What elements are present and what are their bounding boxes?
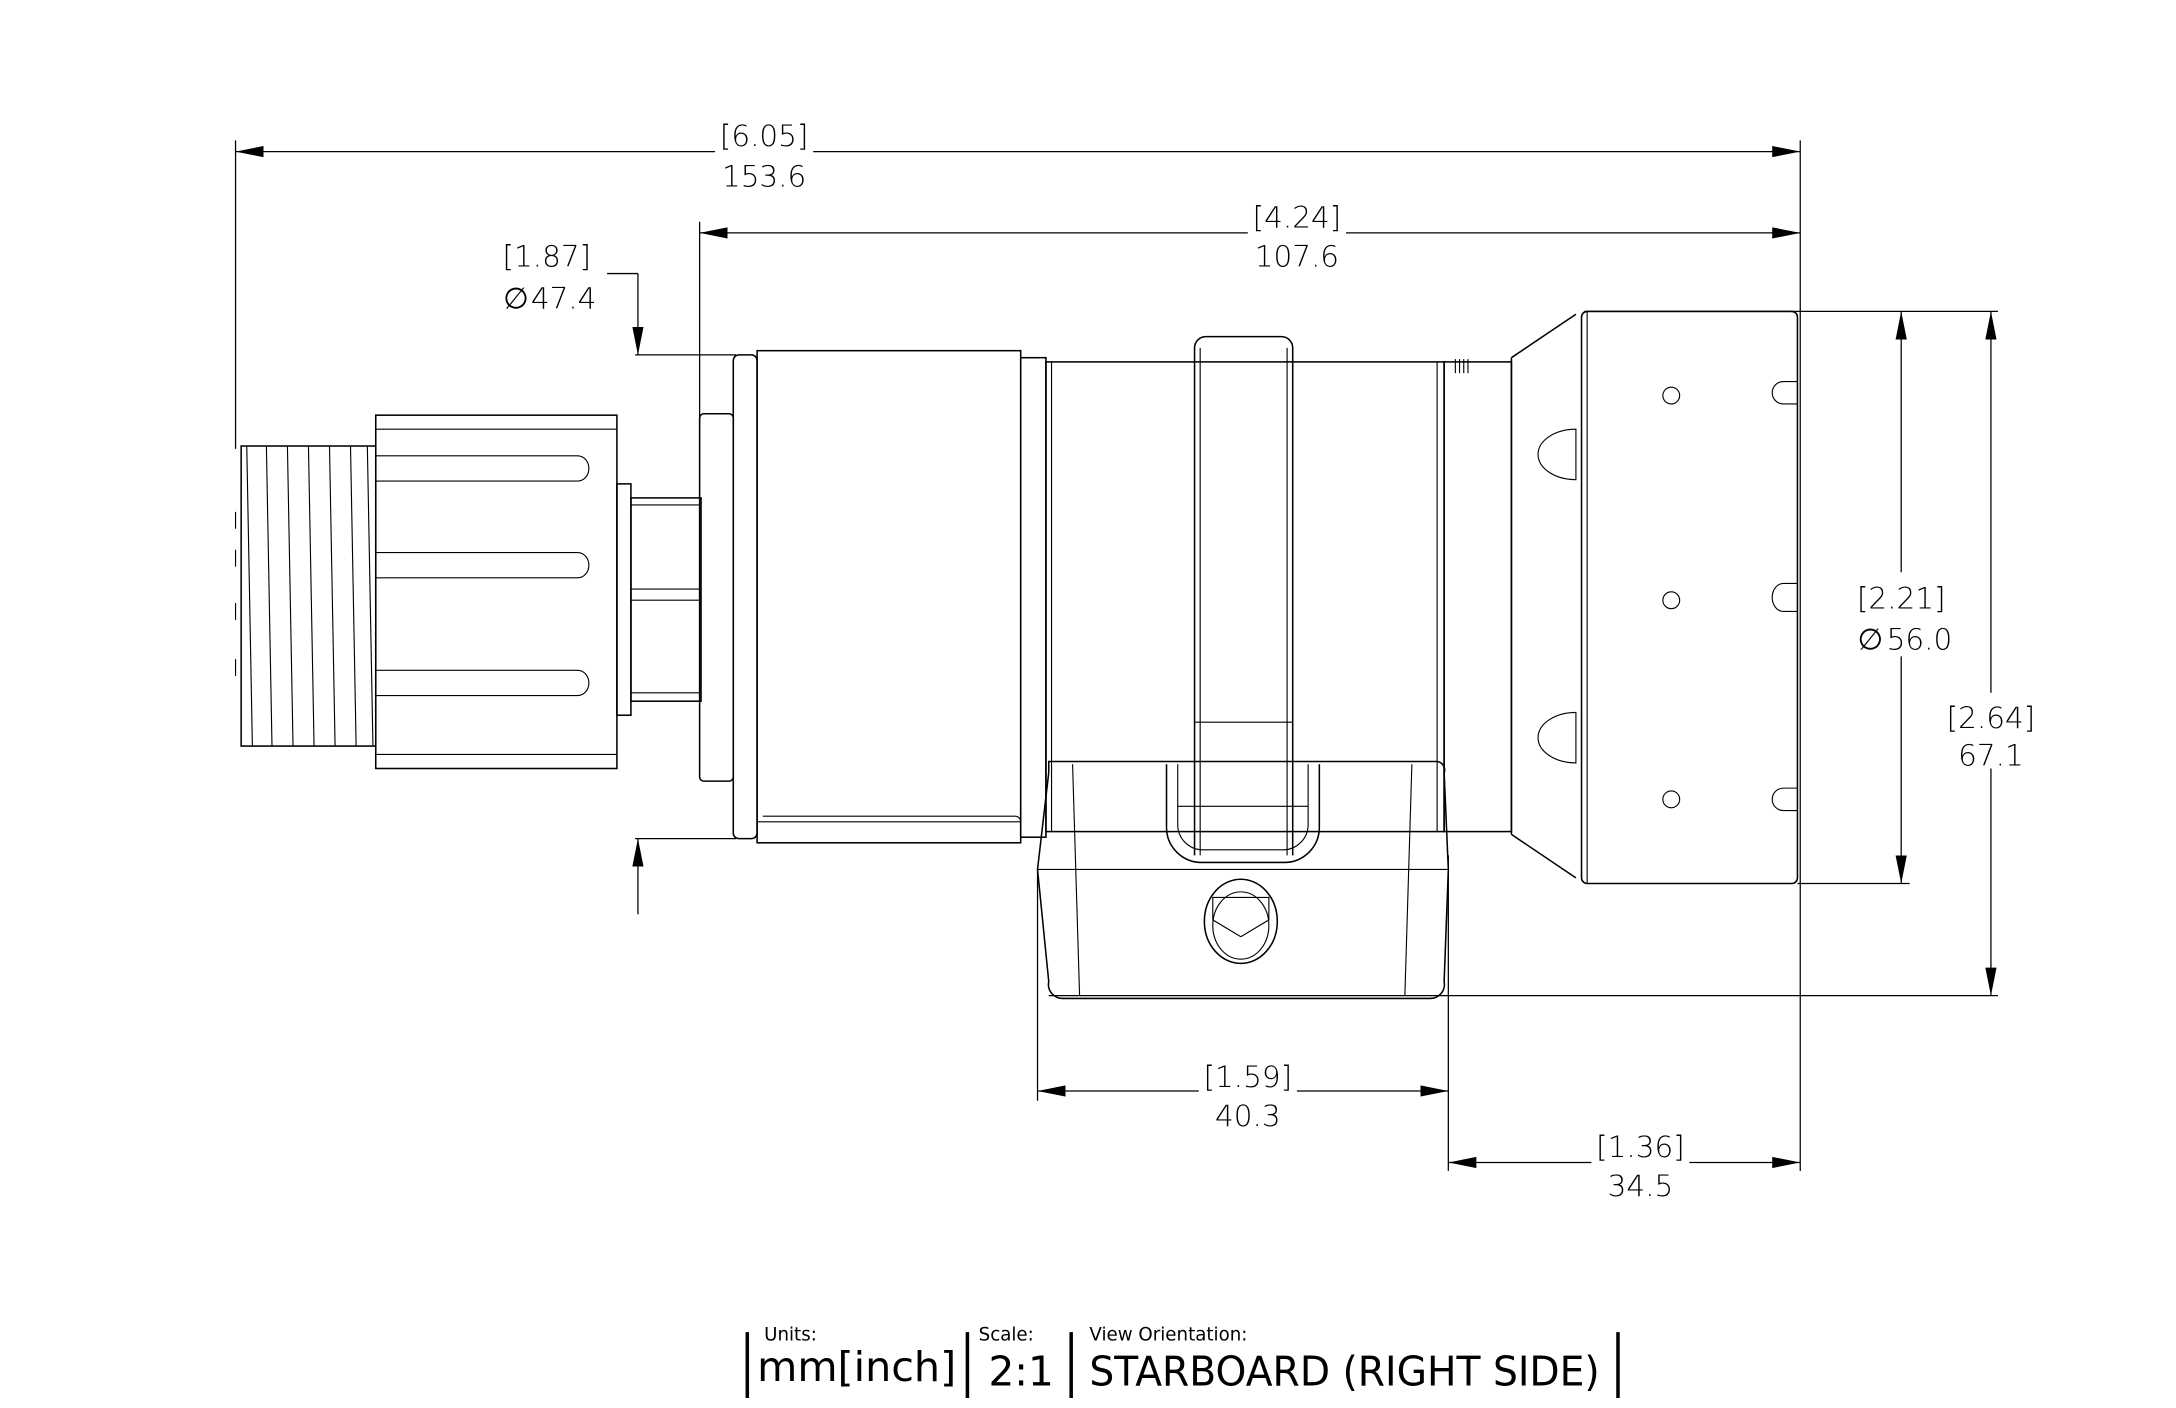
units-label: Units: <box>764 1325 817 1346</box>
dim-overall-length-inch: [6.05] <box>720 119 809 153</box>
sensor-head <box>1510 310 1799 885</box>
dim-body-length-inch: [4.24] <box>1253 200 1342 234</box>
dim-overall-height-inch: [2.64] <box>1947 701 2036 735</box>
dim-head-diameter: [2.21] ∅ 56.0 <box>1584 310 1998 885</box>
orientation-label: View Orientation: <box>1089 1325 1247 1346</box>
dim-mount-width-mm: 40.3 <box>1215 1099 1281 1133</box>
dim-body-length: [4.24] 107.6 <box>698 199 1801 421</box>
dim-head-diameter-mm: 56.0 <box>1887 622 1953 656</box>
dim-body-diameter: [1.87] ∅ 47.4 <box>503 240 737 915</box>
dim-body-diameter-inch: [1.87] <box>503 240 592 274</box>
diameter-symbol: ∅ <box>503 282 529 316</box>
diameter-symbol: ∅ <box>1858 622 1884 656</box>
handle <box>1193 335 1294 856</box>
dim-body-length-mm: 107.6 <box>1255 240 1339 274</box>
dim-overall-height-mm: 67.1 <box>1958 739 2024 773</box>
dim-head-length-inch: [1.36] <box>1596 1130 1685 1164</box>
connector-thread <box>234 445 377 747</box>
body-flange <box>698 349 1047 844</box>
connector-knurled-nut <box>374 414 702 770</box>
dim-body-diameter-mm: 47.4 <box>531 282 597 316</box>
title-block: Units: mm[inch] Scale: 2:1 View Orientat… <box>745 1325 1620 1399</box>
orientation-value: STARBOARD (RIGHT SIDE) <box>1089 1347 1599 1395</box>
dim-head-diameter-inch: [2.21] <box>1857 582 1946 616</box>
mounting-base <box>1036 760 1450 1000</box>
dim-overall-length: [6.05] 153.6 <box>234 119 1801 1171</box>
dim-mount-width-inch: [1.59] <box>1204 1060 1293 1094</box>
dim-mount-width: [1.59] 40.3 <box>1036 855 1449 1171</box>
dim-head-length-mm: 34.5 <box>1608 1169 1674 1203</box>
dim-overall-length-mm: 153.6 <box>722 160 806 194</box>
dim-head-length: [1.36] 34.5 <box>1448 1128 1801 1203</box>
scale-label: Scale: <box>979 1325 1034 1346</box>
dim-overall-height: [2.64] 67.1 <box>1048 311 2039 997</box>
scale-value: 2:1 <box>988 1347 1053 1395</box>
units-value: mm[inch] <box>757 1343 956 1391</box>
